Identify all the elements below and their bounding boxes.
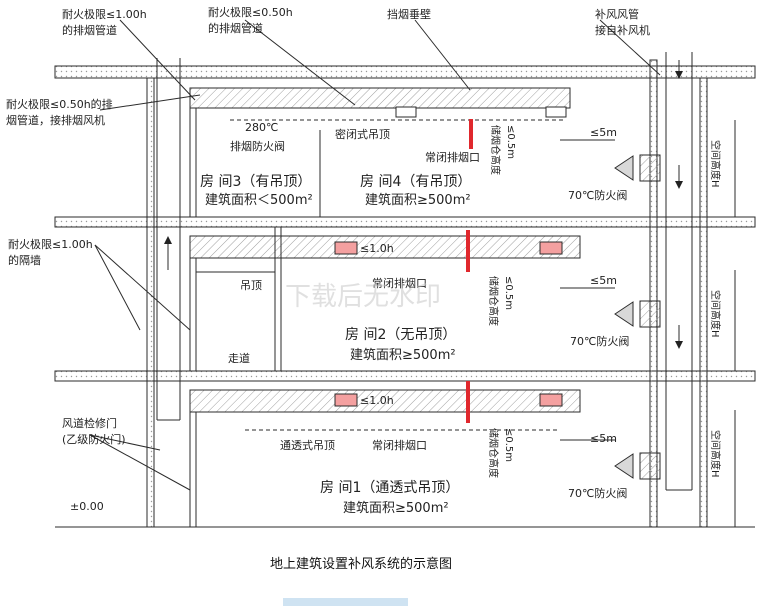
label-damper-280-2: 排烟防火阀 [230,139,285,153]
label-makeup-duct-1: 补风风管 [595,7,639,21]
duct-floor3 [189,87,571,118]
label-damper70-3: 70℃防火阀 [568,188,627,202]
duct-floor1 [189,389,581,413]
bottom-bar [283,598,408,606]
makeup-inlets [614,154,661,480]
label-duct-left-1: 耐火极限≤0.50h的排 [6,97,113,111]
room1-area: 建筑面积≥500m² [343,500,449,516]
label-makeup-duct-2: 接自补风机 [595,23,650,37]
label-le5-2: ≤5m [590,274,617,287]
duct-floor2 [189,235,581,259]
label-elevation: ±0.00 [70,500,104,513]
label-le10h-2: ≤1.0h [360,242,394,255]
red-outlets [466,119,473,423]
label-storage-height-2: 储烟仓高度 [487,276,500,326]
label-space-height-3: 空间高度H [709,140,722,188]
leader-lines [89,19,661,491]
label-outlet-3: 常闭排烟口 [425,150,480,164]
label-le5-1: ≤5m [590,432,617,445]
watermark: 下载后无水印 [285,282,441,312]
label-duct-top-left-2: 的排烟管道 [62,23,117,37]
exhaust-shaft [156,58,181,421]
label-damper70-1: 70℃防火阀 [568,486,627,500]
label-access-door-2: (乙级防火门) [62,432,126,446]
label-le5-3: ≤5m [590,126,617,139]
label-duct-top-mid-2: 的排烟管道 [208,21,263,35]
partitions [189,108,565,527]
label-le05-1: ≤0.5m [503,428,514,462]
label-space-height-1: 空间高度H [709,430,722,478]
label-storage-height-1: 储烟仓高度 [487,428,500,478]
diagram-caption: 地上建筑设置补风系统的示意图 [270,556,452,572]
label-duct-top-left-1: 耐火极限≤1.00h [62,7,147,21]
room4-area: 建筑面积≥500m² [365,192,471,208]
label-perforated-ceiling: 通透式吊顶 [280,439,335,452]
label-outlet-1: 常闭排烟口 [372,438,427,452]
dimension-lines [560,120,736,527]
room2-area: 建筑面积≥500m² [350,347,456,363]
label-damper-280-1: 280℃ [245,121,278,134]
label-smoke-curtain: 挡烟垂壁 [387,7,431,21]
label-le10h-1: ≤1.0h [360,394,394,407]
floor-slabs [54,65,756,528]
label-space-height-2: 空间高度H [709,290,722,338]
label-sealed-ceiling: 密闭式吊顶 [335,127,390,141]
label-partition-2: 的隔墙 [8,253,41,267]
room3-area: 建筑面积＜500m² [205,192,313,208]
label-damper70-2: 70℃防火阀 [570,334,629,348]
room4-name: 房 间4（有吊顶） [360,174,471,190]
room2-name: 房 间2（无吊顶） [345,327,456,343]
label-corridor: 走道 [228,351,250,365]
outer-walls [146,59,708,528]
label-access-door-1: 风道检修门 [62,416,117,430]
label-partition-1: 耐火极限≤1.00h [8,237,93,251]
label-outlet-2: 常闭排烟口 [372,276,427,290]
label-le05-3: ≤0.5m [505,125,516,159]
label-duct-top-mid-1: 耐火极限≤0.50h [208,5,293,19]
label-storage-height-3: 储烟仓高度 [489,125,502,175]
label-suspended-ceiling: 吊顶 [240,279,262,292]
room3-name: 房 间3（有吊顶） [200,174,311,190]
room1-name: 房 间1（通透式吊顶） [320,480,459,496]
label-duct-left-2: 烟管道，接排烟风机 [6,113,105,127]
label-le05-2: ≤0.5m [503,276,514,310]
makeup-air-shaft [665,52,693,491]
